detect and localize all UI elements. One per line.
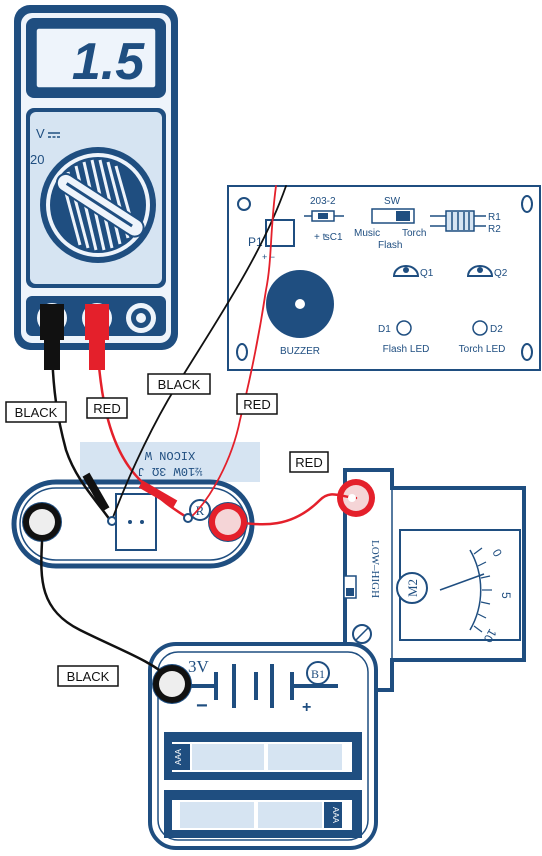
red-pcb-wire [189,185,277,519]
resistor-brand: XICON W [144,448,195,462]
p1-label: P1 [248,235,263,249]
mount-hole-bl [236,343,248,361]
scale-10: 10 [481,627,500,646]
q1-label: Q1 [420,268,434,279]
probes [40,304,356,526]
battery-plus: + [302,699,311,716]
meter-module: M2 0 5 10 LOW–HIGH + [337,468,526,698]
meter-badge [396,572,428,604]
black-probe[interactable] [40,304,64,340]
d2-desc: Torch LED [459,344,506,355]
red-probe-wire [95,336,190,520]
snap-leads [23,503,247,703]
d1-name: D1 [378,324,391,335]
rotary-dial[interactable] [40,147,156,263]
resistor-label-block: XICON W ½10W 3Ω J [80,442,260,482]
q2-label: Q2 [494,268,508,279]
r2-label: R2 [488,224,501,235]
black-probe-tip [82,472,110,512]
d1-desc: Flash LED [383,344,430,355]
meter-name: M2 [405,579,420,597]
label-black-3: BLACK [67,669,110,684]
range-label: 20 [30,152,44,167]
label-red-1: RED [93,401,120,416]
label-red-2: RED [243,397,270,412]
battery-holder: 3V − + B1 AAA AAA [148,642,378,850]
sw-title: SW [384,196,401,207]
mount-hole-br [521,343,533,361]
sw-music: Music [354,228,380,239]
battery-minus: − [196,695,208,717]
c1-part: 203-2 [310,196,336,207]
battery-voltage: 3V [188,657,210,676]
meter-needle [439,573,485,591]
resistor-badge-text: R [196,503,205,518]
cell-1-label: AAA [174,748,183,765]
resistor-pair [445,210,475,232]
wire-labels: BLACK RED BLACK RED RED BLACK [5,373,329,687]
c1-label: + ʦC1 [314,232,343,243]
cell-2-label: AAA [331,807,340,824]
lcd-display [35,27,157,89]
label-black-2: BLACK [158,377,201,392]
mount-hole-tr [521,195,533,213]
label-black-1: BLACK [15,405,58,420]
buzzer-label: BUZZER [280,346,320,357]
label-red-3: RED [295,455,322,470]
d1-led-icon [396,320,412,336]
low-high-label: LOW–HIGH [369,540,381,598]
red-meter-wire [234,493,358,526]
mount-hole-tl [237,197,251,211]
resistor-badge [189,499,211,521]
mode-label: V [36,126,45,141]
d2-led-icon [472,320,488,336]
sw-torch: Torch [402,228,426,239]
black-probe-wire [50,336,112,522]
pcb-board: P1 + − 203-2 + ʦC1 SW Music Torch Flash … [227,185,541,371]
battery-badge [306,661,330,685]
r1-label: R1 [488,212,501,223]
battery-name: B1 [311,667,325,681]
red-probe[interactable] [85,304,109,340]
multimeter: 1.5 V 20 [14,5,178,350]
display-value: 1.5 [72,33,145,91]
resistor-spec: ½10W 3Ω J [138,464,203,478]
p1-polarity: + − [262,252,275,262]
sw-flash: Flash [378,240,402,251]
red-probe-tip [138,480,178,508]
black-battery-wire [40,540,174,682]
scale-5: 5 [499,592,513,599]
resistor-body [115,493,157,551]
d2-name: D2 [490,324,503,335]
